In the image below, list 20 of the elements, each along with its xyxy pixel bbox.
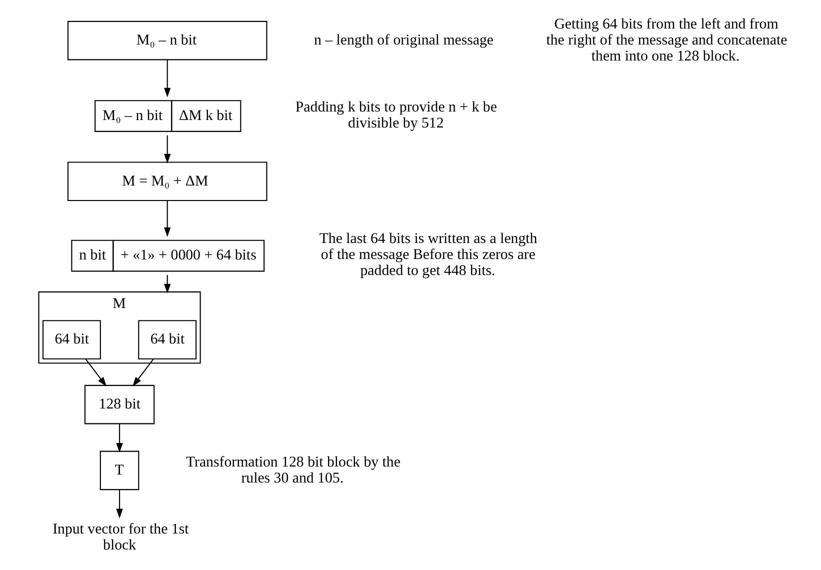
node-box: M₀ – n bit <box>66 20 267 60</box>
label: n – length of original message <box>314 32 494 48</box>
label: Transformation 128 bit block by the rules 30 and 105. <box>185 454 400 486</box>
arrow <box>164 60 170 98</box>
arrow <box>132 358 154 386</box>
node-text: Input vector for the 1st block <box>52 521 188 554</box>
arrow <box>164 275 170 294</box>
node-box: M = M₀ + ΔM <box>66 162 267 202</box>
arrow <box>116 490 122 518</box>
node-box: 64 bit <box>138 320 196 360</box>
arrow <box>164 200 170 237</box>
node-box: 128 bit <box>84 384 154 424</box>
arrow <box>116 424 122 453</box>
arrow <box>84 358 106 386</box>
label: Getting 64 bits from the left and from the right of the message and concatenate them into one 128 block. <box>546 16 787 64</box>
node-box: T <box>99 450 139 490</box>
arrow <box>164 135 170 164</box>
label: Padding k bits to provide n + k be divisible by 512 <box>294 99 496 132</box>
node-box: 64 bit <box>42 320 100 360</box>
label: The last 64 bits is written as a length of the message Before this zeros are padded to get 448 bits. <box>318 231 537 280</box>
